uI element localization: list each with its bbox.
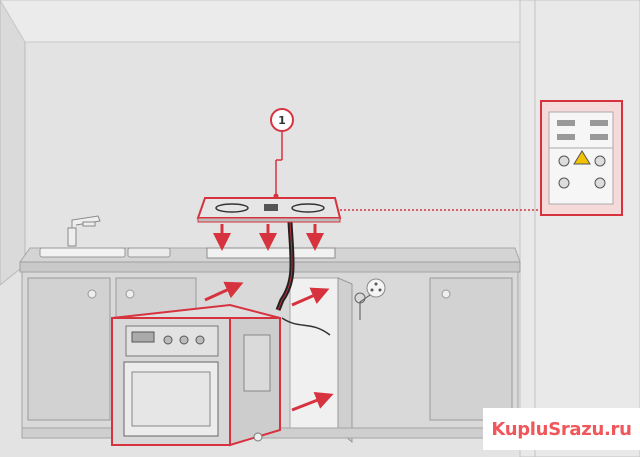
wall-pillar <box>519 0 640 457</box>
hob-cutout <box>206 247 336 259</box>
electrical-panel <box>540 100 623 216</box>
cabinet-door-3 <box>429 277 513 421</box>
warning-icon <box>573 150 591 165</box>
arrow-oven-right <box>291 287 330 307</box>
left-wall <box>0 0 26 286</box>
countertop-edge <box>19 261 521 273</box>
ceiling <box>0 0 521 43</box>
drainboard <box>127 247 171 258</box>
induction-hob <box>196 197 342 223</box>
oven <box>111 303 281 447</box>
socket-cable <box>359 294 371 320</box>
callout-label: 1 <box>278 114 286 127</box>
watermark: KupluSrazu.ru <box>483 408 640 450</box>
open-cabinet-door <box>337 277 353 444</box>
arrow-oven-left <box>204 281 244 302</box>
arrow-oven-bottom <box>291 391 334 412</box>
sink <box>39 247 126 258</box>
faucet-icon <box>67 215 101 247</box>
callout-circle <box>270 108 294 132</box>
open-cabinet-interior <box>289 277 339 429</box>
cabinet-door-1 <box>27 277 111 421</box>
power-socket-icon <box>366 278 386 298</box>
